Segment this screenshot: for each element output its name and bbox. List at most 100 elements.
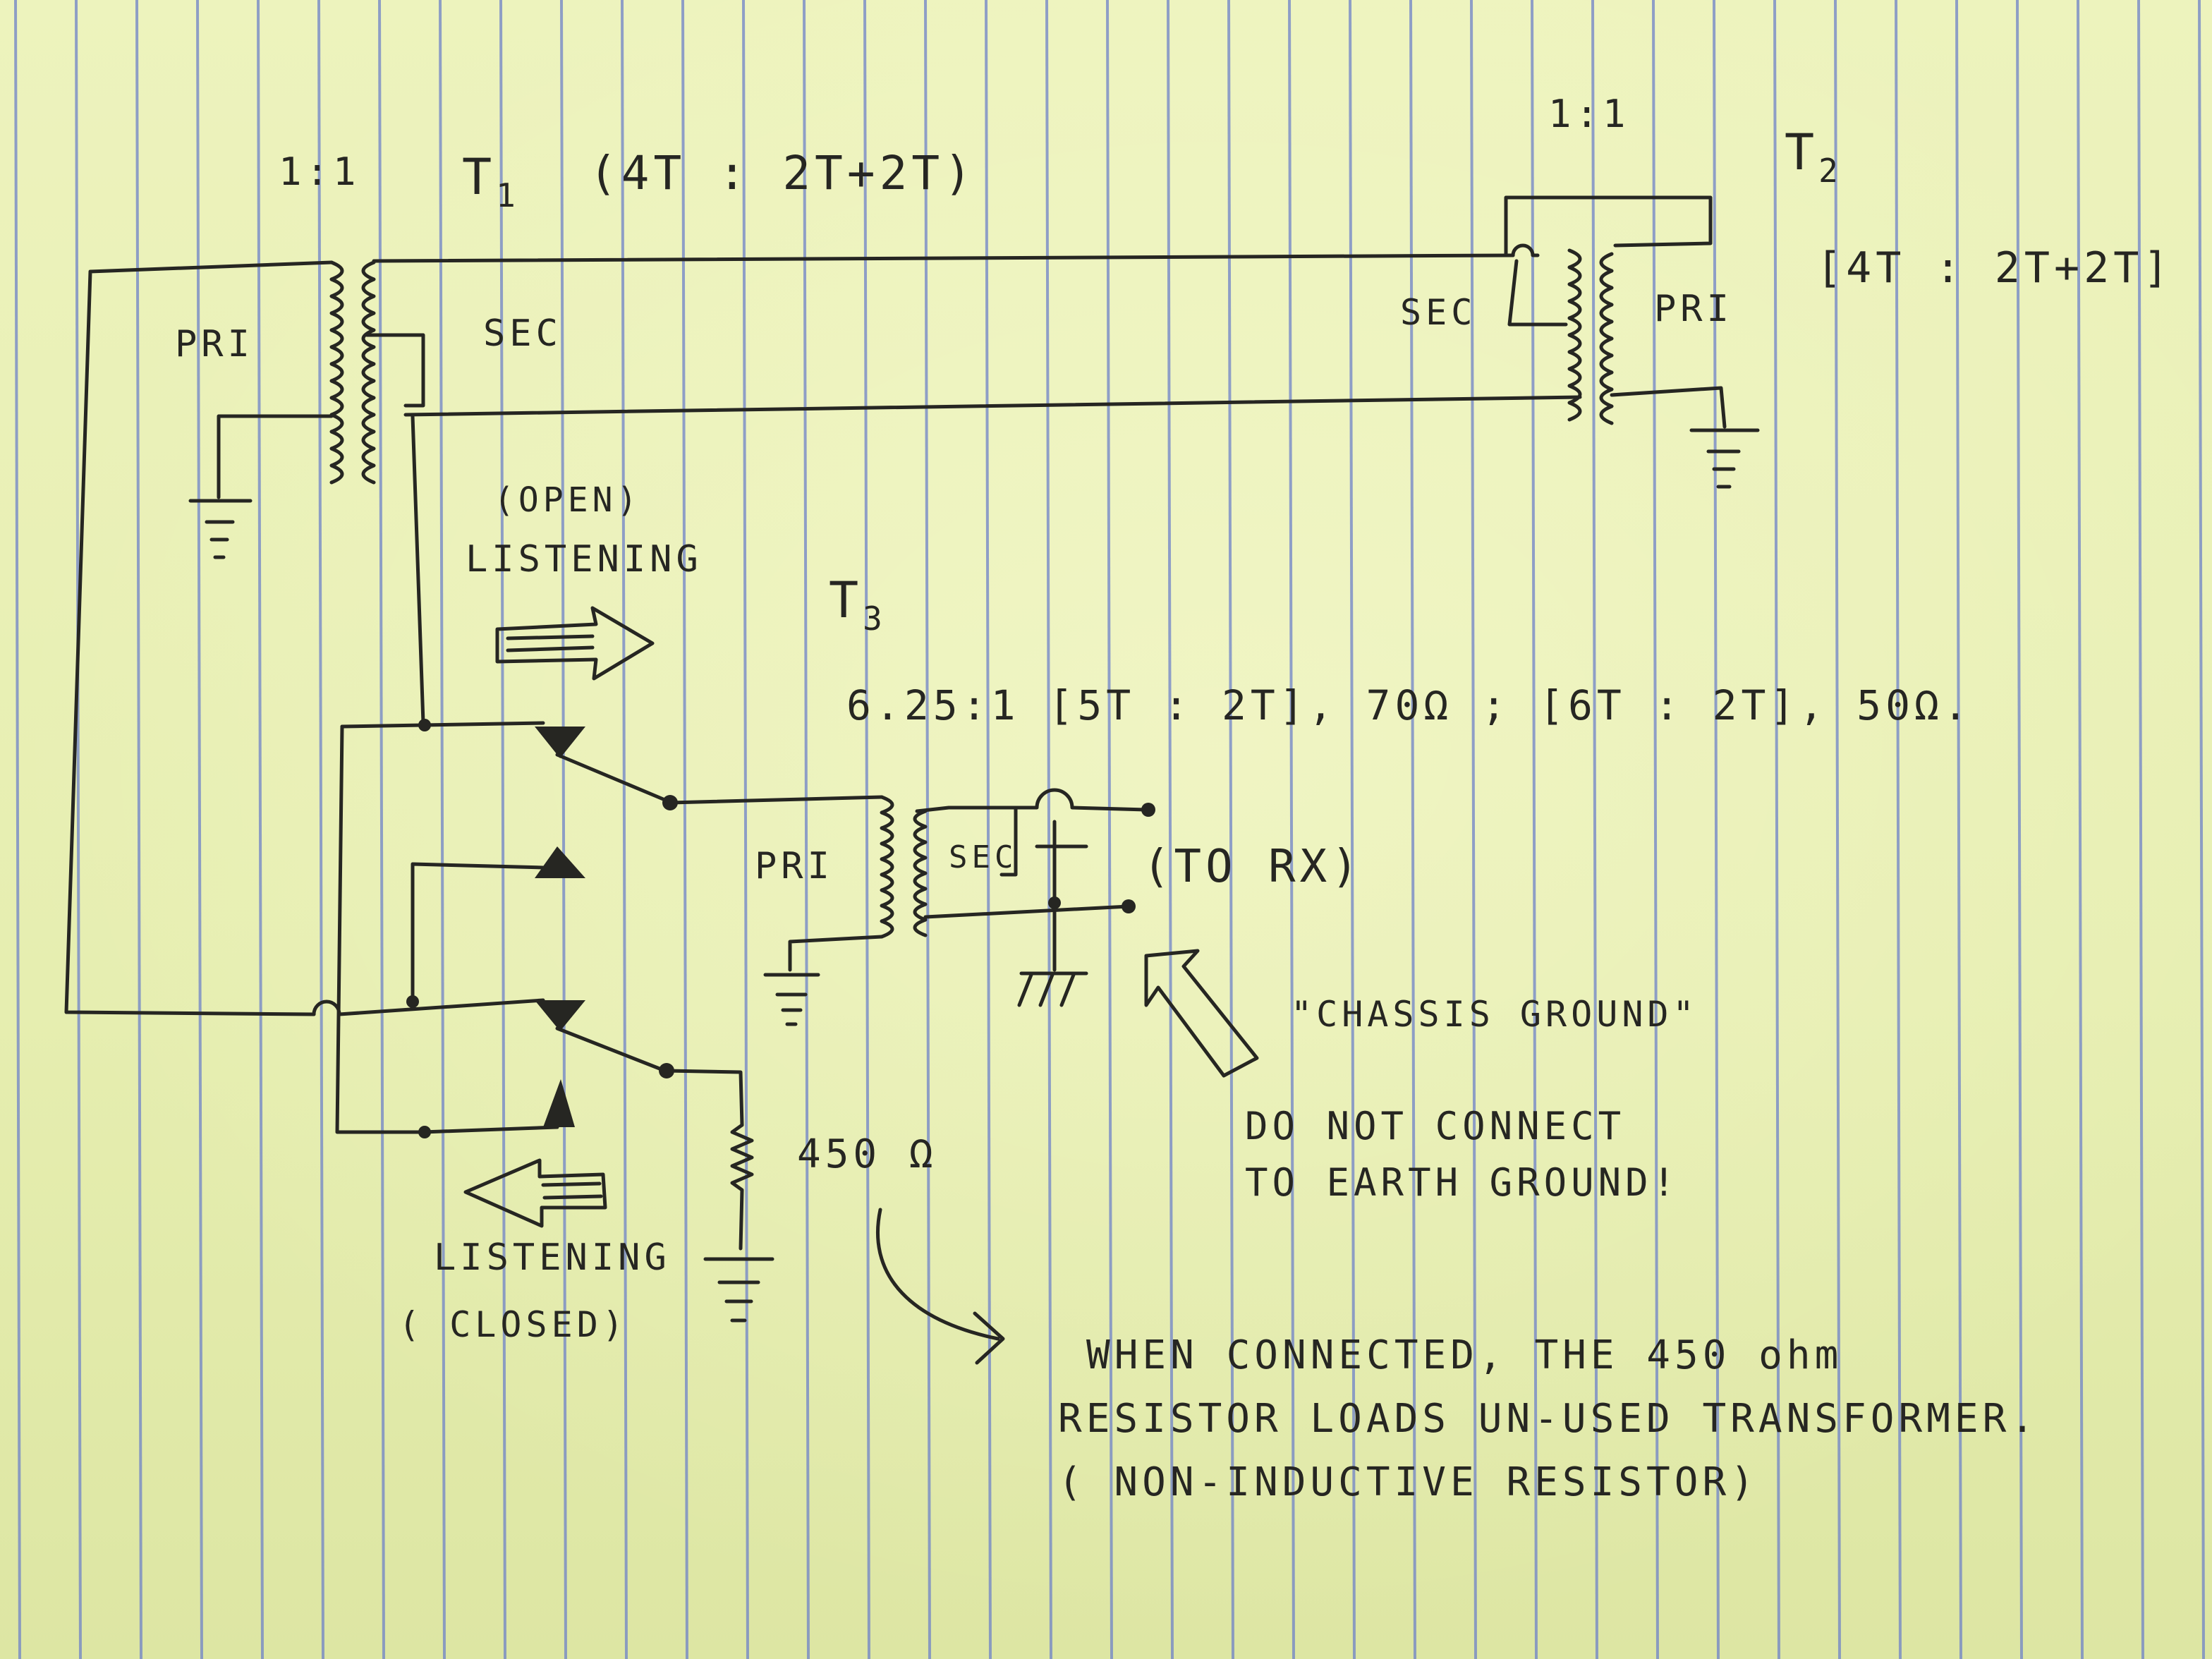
chassis-ground-label: "CHASSIS GROUND" (1291, 994, 1699, 1035)
note-line2: RESISTOR LOADS UN-USED TRANSFORMER. (1058, 1396, 2038, 1442)
t2-top-strap (1504, 195, 1713, 257)
ruled-line (681, 0, 688, 1659)
ruled-line (2137, 0, 2144, 1659)
ruled-line (1773, 0, 1780, 1659)
switch-b-lower-wire (421, 1125, 559, 1134)
t1-primary-coil (329, 260, 344, 485)
switch-b-lower-contact (543, 1079, 575, 1127)
junction-dot (418, 1126, 431, 1138)
ruled-line (1531, 0, 1538, 1659)
ruled-line (742, 0, 749, 1659)
t3-output-bottom-wire (923, 904, 1131, 919)
switch-a-upper-bus (340, 721, 545, 729)
ruled-line (1895, 0, 1902, 1659)
t2-primary-ground-wire (1610, 386, 1727, 429)
feed-line-top (372, 253, 1515, 263)
t2-center-tap (1507, 259, 1568, 327)
load-resistor: 450 Ω (703, 1123, 933, 1323)
t2-primary-label: PRI (1654, 288, 1733, 330)
transformer-t1: 1:1 T1 (4T : 2T+2T) PRI SEC (64, 146, 976, 1016)
t1-earth-ground-icon (188, 499, 253, 559)
note-line1: WHEN CONNECTED, THE 450 ohm (1086, 1332, 1842, 1378)
switch-middle-bus (312, 998, 545, 1016)
switch-b-upper-contact (535, 1000, 585, 1031)
ruled-line (2198, 0, 2205, 1659)
warning-line2: TO EARTH GROUND! (1245, 1160, 1679, 1205)
chassis-ground-annotation: "CHASSIS GROUND" DO NOT CONNECT TO EARTH… (1144, 949, 1699, 1205)
t2-secondary-label: SEC (1400, 292, 1476, 333)
ruled-line (1167, 0, 1174, 1659)
t3-output-top-wire (1014, 788, 1148, 812)
t3-primary-feed-wire (668, 795, 884, 805)
ruled-line (317, 0, 324, 1659)
t2-earth-ground-icon (1689, 428, 1760, 489)
right-arrow-icon (495, 606, 655, 681)
ruled-line (1652, 0, 1659, 1659)
t1-windings-label: (4T : 2T+2T) (589, 146, 976, 200)
rx-terminal-bottom (1122, 899, 1136, 913)
resistor-zigzag (730, 1123, 754, 1251)
switch-a-lever (555, 753, 669, 803)
ruled-line (1409, 0, 1416, 1659)
ruled-line (803, 0, 810, 1659)
ruled-line (863, 0, 870, 1659)
ruled-line (1288, 0, 1295, 1659)
ruled-line (2077, 0, 2084, 1659)
ruled-line (2016, 0, 2023, 1659)
t1-primary-label: PRI (175, 323, 254, 365)
closed-label-line2: ( CLOSED) (399, 1304, 628, 1345)
switch-b-lever (555, 1026, 662, 1071)
t2-primary-coil (1599, 252, 1614, 425)
ruled-line (75, 0, 82, 1659)
ruled-line (1045, 0, 1052, 1659)
t3-primary-label: PRI (755, 845, 834, 887)
t1-center-tap (365, 333, 425, 408)
t3-spec-label: 6.25:1 [5T : 2T], 70Ω ; [6T : 2T], 50Ω. (846, 681, 1972, 729)
t3-secondary-label: SEC (949, 839, 1017, 875)
t1-ratio-label: 1:1 (279, 150, 360, 194)
open-label-line2: LISTENING (466, 538, 703, 581)
ruled-line (1955, 0, 1962, 1659)
ruled-line (196, 0, 203, 1659)
ruled-line (1713, 0, 1720, 1659)
ruled-line (621, 0, 628, 1659)
ruled-line (985, 0, 992, 1659)
open-label-line1: (OPEN) (494, 480, 641, 520)
t2-name-label: T2 (1785, 123, 1842, 190)
open-listening-annotation: (OPEN) LISTENING (466, 480, 703, 681)
ruled-line (439, 0, 446, 1659)
switch-a-lower-contact (535, 846, 585, 878)
rx-terminal-top (1141, 803, 1155, 817)
ruled-line (924, 0, 931, 1659)
transformer-t2: 1:1 T2 [4T : 2T+2T] SEC PRI (1400, 92, 2172, 489)
t1-secondary-down-wire (411, 414, 425, 725)
resistor-earth-ground-icon (703, 1257, 774, 1323)
ruled-line (499, 0, 506, 1659)
t1-name-label: T1 (462, 148, 520, 214)
switch-a-lower-wire (411, 862, 545, 1004)
t2-windings-label: [4T : 2T+2T] (1816, 243, 2172, 293)
closed-label-line1: LISTENING (434, 1236, 671, 1279)
t1-secondary-label: SEC (483, 312, 562, 355)
junction-dot (1048, 897, 1061, 909)
t1-secondary-coil (361, 260, 376, 485)
junction-dot (418, 719, 431, 731)
closed-listening-annotation: LISTENING ( CLOSED) (399, 1158, 671, 1345)
ruled-line (1227, 0, 1234, 1659)
ruled-line (560, 0, 567, 1659)
t3-primary-coil (880, 795, 894, 939)
feed-line-bottom (403, 395, 1582, 417)
t3-earth-ground-icon (763, 973, 820, 1026)
ruled-line (14, 0, 21, 1659)
to-rx-label: (TO RX) (1143, 841, 1363, 893)
ruled-line (135, 0, 142, 1659)
up-left-arrow-icon (1144, 949, 1259, 1078)
junction-dot (406, 995, 419, 1008)
resistor-feed-wire (664, 1069, 744, 1127)
chassis-ground-icon (1017, 971, 1088, 1007)
ruled-line (1470, 0, 1477, 1659)
feed-line-crossover (1511, 243, 1540, 257)
t2-ratio-label: 1:1 (1548, 92, 1630, 136)
